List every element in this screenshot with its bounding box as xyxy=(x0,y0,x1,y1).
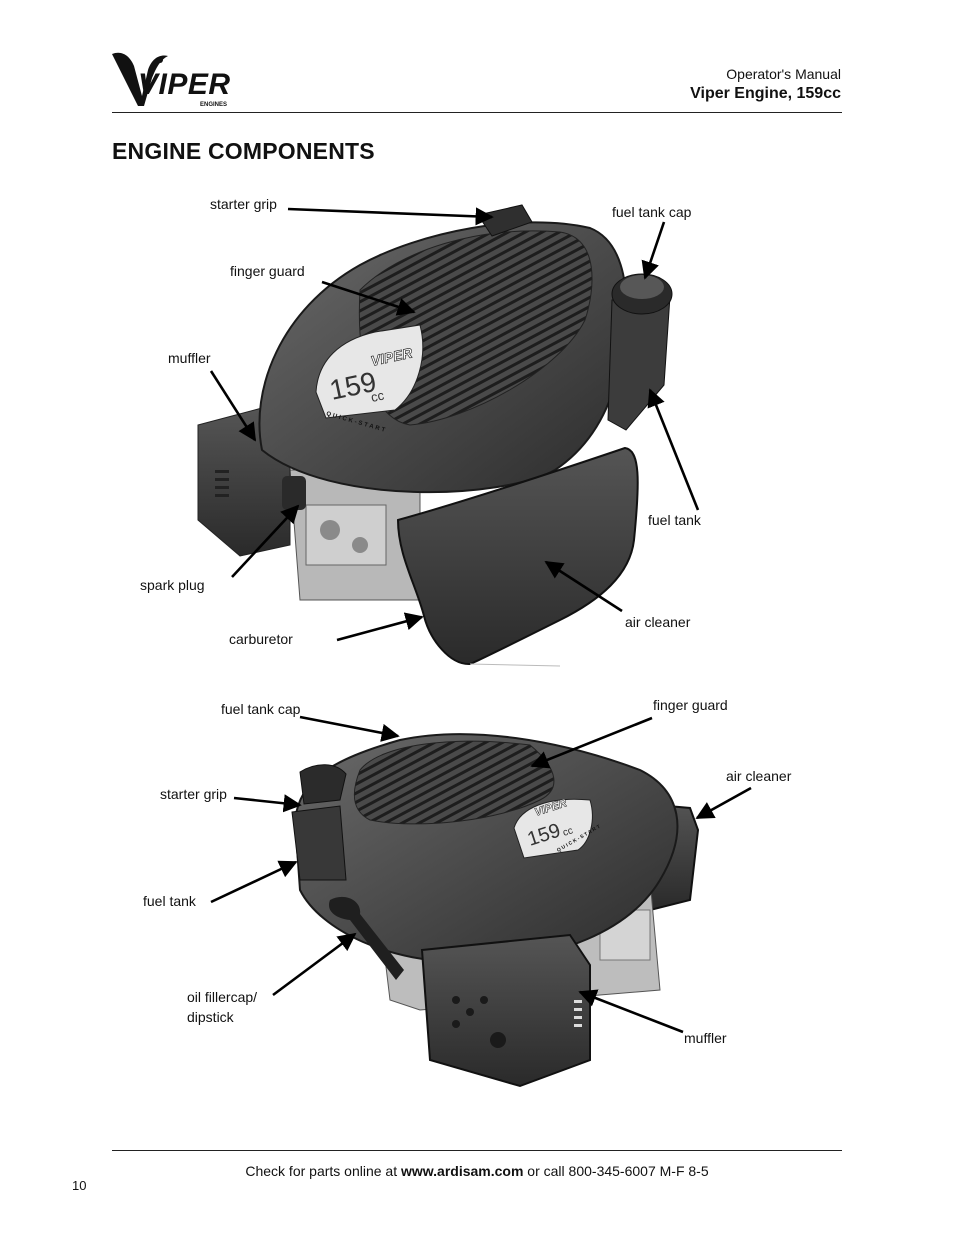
engine-top-spark-plug xyxy=(282,476,306,510)
engine-top-air-cleaner xyxy=(396,446,639,666)
footer-text: Check for parts online at www.ardisam.co… xyxy=(0,1163,954,1179)
arrow-top-fuel-tank-cap xyxy=(641,221,666,280)
footer-prefix: Check for parts online at xyxy=(245,1163,401,1179)
label-bottom-fuel-tank: fuel tank xyxy=(143,893,196,909)
engine-bottom-badge xyxy=(513,798,593,859)
label-bottom-oil-fillercap-line2: dipstick xyxy=(187,1009,234,1025)
label-bottom-finger-guard: finger guard xyxy=(653,697,728,713)
label-top-finger-guard: finger guard xyxy=(230,263,305,279)
arrow-bottom-starter-grip xyxy=(233,794,302,813)
footer-url-link[interactable]: www.ardisam.com xyxy=(401,1163,524,1179)
label-top-carburetor: carburetor xyxy=(229,631,293,647)
label-top-starter-grip: starter grip xyxy=(210,196,277,212)
label-top-spark-plug: spark plug xyxy=(140,577,205,593)
engine-bottom-starter-grip xyxy=(299,764,347,805)
arrow-top-carburetor xyxy=(336,612,424,642)
engine-top-illustration: VIPER 159 cc QUICK-START xyxy=(197,204,673,667)
viper-logo: VIPER ENGINES xyxy=(112,52,230,108)
manual-label: Operator's Manual xyxy=(726,66,841,82)
label-bottom-fuel-tank-cap: fuel tank cap xyxy=(221,701,301,717)
label-bottom-oil-fillercap-line1: oil fillercap/ xyxy=(187,989,258,1005)
engine-top-leaders xyxy=(209,207,700,642)
engine-bottom-badge-unit: cc xyxy=(562,825,575,839)
engine-bottom-leaders xyxy=(210,715,752,1034)
arrow-bottom-fuel-tank xyxy=(210,860,298,904)
product-title: Viper Engine, 159cc xyxy=(690,85,841,102)
viper-logo-snake-mark xyxy=(112,52,168,106)
label-top-fuel-tank: fuel tank xyxy=(648,512,701,528)
label-bottom-air-cleaner: air cleaner xyxy=(726,768,792,784)
label-top-fuel-tank-cap: fuel tank cap xyxy=(612,204,692,220)
page-title: ENGINE COMPONENTS xyxy=(112,138,375,164)
engine-top-fuel-tank xyxy=(607,295,671,431)
arrow-top-finger-guard xyxy=(321,280,416,316)
arrow-bottom-air-cleaner xyxy=(695,786,752,820)
engine-bottom-dipstick xyxy=(328,896,404,980)
arrow-top-spark-plug xyxy=(231,504,300,578)
arrow-top-starter-grip xyxy=(287,207,494,226)
arrow-bottom-oil-fillercap xyxy=(272,932,357,997)
page-number: 10 xyxy=(72,1178,87,1193)
arrow-top-fuel-tank xyxy=(647,388,700,511)
label-bottom-starter-grip: starter grip xyxy=(160,786,227,802)
arrow-bottom-muffler xyxy=(578,989,684,1034)
arrow-top-muffler xyxy=(209,370,257,442)
arrow-bottom-finger-guard xyxy=(530,716,653,769)
viper-logo-sub: ENGINES xyxy=(200,102,227,108)
engine-bottom-illustration: VIPER 159 cc QUICK-START xyxy=(291,733,700,1088)
label-top-muffler: muffler xyxy=(168,350,211,366)
header-divider xyxy=(112,112,842,113)
label-bottom-oil-fillercap: oil fillercap/ dipstick xyxy=(187,987,257,1027)
footer-divider xyxy=(112,1150,842,1151)
arrow-bottom-fuel-tank-cap xyxy=(299,715,400,742)
engine-top-badge-unit: cc xyxy=(370,387,386,404)
footer-suffix: or call 800-345-6007 M-F 8-5 xyxy=(523,1163,709,1179)
engine-top-badge xyxy=(315,324,424,419)
viper-logo-eye xyxy=(157,57,163,63)
engine-bottom-finger-guard xyxy=(353,740,555,825)
engine-bottom-fuel-tank xyxy=(291,805,347,881)
engine-bottom-muffler xyxy=(420,933,591,1088)
label-top-air-cleaner: air cleaner xyxy=(625,614,691,630)
viper-logo-wordmark: VIPER xyxy=(138,68,230,101)
arrow-top-air-cleaner xyxy=(544,560,623,613)
label-bottom-muffler: muffler xyxy=(684,1030,727,1046)
